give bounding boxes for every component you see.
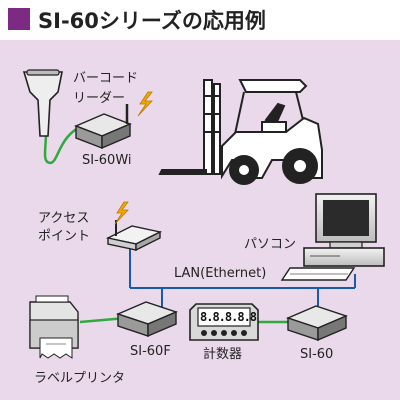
access-point-icon: [105, 220, 163, 252]
si60f-label: SI-60F: [130, 344, 171, 359]
title-square-icon: [8, 8, 30, 30]
pc-icon: [280, 193, 385, 281]
si60wi-label: SI-60Wi: [82, 153, 132, 168]
barcode-cable: [43, 126, 79, 165]
label-printer-icon: [29, 295, 79, 359]
counter-label: 計数器: [203, 347, 243, 362]
barcode-reader-icon: [22, 69, 63, 137]
counter-display: 8.8.8.8.8: [200, 310, 257, 324]
label-printer-label: ラベルプリンタ: [34, 371, 126, 386]
access-point-label-line1: アクセス: [38, 211, 90, 226]
si60f-device-icon: [116, 301, 178, 338]
pc-label: パソコン: [244, 237, 297, 252]
page-title: SI-60シリーズの応用例: [38, 9, 266, 33]
title-bar: SI-60シリーズの応用例: [0, 0, 400, 40]
barcode-reader-label-line1: バーコード: [73, 71, 139, 86]
forklift-icon: [158, 79, 323, 185]
counter-icon: [189, 303, 259, 341]
si60-label: SI-60: [300, 347, 334, 362]
wireless-lightning-icon: [137, 91, 153, 117]
lan-network-lines: [129, 248, 356, 308]
lan-label: LAN(Ethernet): [174, 266, 267, 281]
access-point-label-line2: ポイント: [38, 229, 91, 244]
barcode-reader-label-line2: リーダー: [73, 91, 126, 106]
si60-device-icon: [286, 305, 348, 342]
access-point-lightning-icon: [114, 201, 129, 225]
si60wi-device-icon: [74, 104, 132, 150]
